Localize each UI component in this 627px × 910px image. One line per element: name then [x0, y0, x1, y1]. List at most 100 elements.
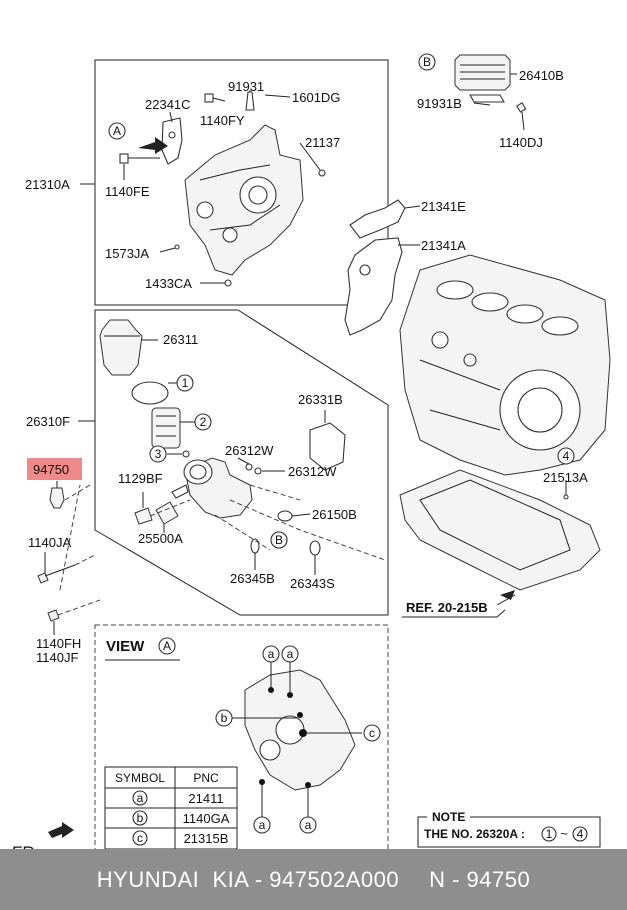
label-21341a: 21341A	[421, 238, 466, 253]
label-1129bf: 1129BF	[118, 471, 163, 486]
label-26150b: 26150B	[312, 507, 357, 522]
view-marker-a3: a	[253, 816, 271, 834]
oil-pan	[399, 469, 601, 606]
engine-block	[399, 254, 611, 476]
label-1140jf: 1140JF	[36, 650, 78, 665]
svg-text:4: 4	[577, 827, 584, 841]
view-title: VIEW	[106, 638, 145, 655]
marker-b-mid: B	[270, 531, 288, 549]
o-ring-1	[131, 381, 169, 405]
label-91931: 91931	[228, 79, 264, 94]
label-26310f: 26310F	[26, 414, 70, 429]
label-1601dg: 1601DG	[292, 90, 340, 105]
left-parts	[27, 458, 101, 635]
label-21341e: 21341E	[421, 199, 466, 214]
svg-text:c: c	[369, 726, 375, 740]
front-arrow	[48, 822, 74, 838]
svg-text:4: 4	[563, 449, 570, 463]
gasket-26331b	[309, 422, 346, 471]
gasket-21341a	[344, 237, 403, 336]
oil-cooler-group	[454, 54, 527, 131]
label-26410b: 26410B	[519, 68, 564, 83]
label-1140fe: 1140FE	[105, 184, 150, 199]
table-row: c 21315B	[132, 830, 229, 846]
svg-text:A: A	[113, 124, 121, 138]
gasket-91931b	[469, 94, 505, 103]
svg-text:b: b	[137, 811, 144, 825]
marker-a-top: A	[108, 122, 126, 140]
view-a-arrow	[138, 137, 168, 154]
gasket-21341e	[349, 199, 406, 239]
label-22341c: 22341C	[145, 97, 191, 112]
gasket-group	[344, 199, 421, 336]
svg-text:1140GA: 1140GA	[183, 811, 230, 826]
view-marker-a4: a	[299, 816, 317, 834]
note-box-frame	[417, 816, 601, 848]
footer-bar: HYUNDAI KIA - 947502A000 N - 94750	[0, 849, 627, 910]
svg-text:3: 3	[155, 447, 162, 461]
label-26331b: 26331B	[298, 392, 343, 407]
svg-text:a: a	[259, 818, 266, 832]
note-range-from: 1	[541, 826, 557, 842]
marker-b-top: B	[418, 53, 436, 71]
svg-text:B: B	[423, 55, 431, 69]
timing-cover-group	[80, 59, 389, 306]
footer-brand: HYUNDAI KIA - 947502A000	[96, 866, 400, 892]
note-range-sep: ~	[560, 826, 568, 841]
label-1573ja: 1573JA	[105, 246, 149, 261]
valve-25500a	[155, 501, 179, 525]
view-marker-a1: a	[262, 645, 280, 663]
svg-text:a: a	[305, 818, 312, 832]
label-1433ca: 1433CA	[145, 276, 192, 291]
note-text: THE NO. 26320A :	[424, 827, 525, 841]
o-ring-26150b	[277, 510, 293, 522]
marker-3: 3	[149, 445, 167, 463]
svg-text:c: c	[137, 831, 143, 845]
note-range-to: 4	[572, 826, 588, 842]
svg-text:2: 2	[200, 415, 207, 429]
label-1140fy: 1140FY	[200, 113, 245, 128]
ref-label: REF. 20-215B	[406, 600, 488, 615]
svg-text:21315B: 21315B	[184, 831, 229, 846]
oil-filter-element	[151, 407, 181, 449]
bolt-1140fe	[119, 153, 160, 164]
table-header-symbol: SYMBOL	[115, 771, 165, 785]
marker-4: 4	[557, 447, 575, 465]
label-26343s: 26343S	[290, 576, 335, 591]
note-title: NOTE	[432, 810, 465, 824]
label-94750: 94750	[33, 462, 69, 477]
oil-pressure-switch	[49, 487, 65, 509]
label-21310a: 21310A	[25, 177, 70, 192]
svg-text:b: b	[221, 711, 228, 725]
label-26311: 26311	[163, 332, 198, 347]
view-marker-a2: a	[281, 645, 299, 663]
bracket-22341c	[161, 117, 183, 165]
oil-filter-cap	[99, 319, 143, 376]
footer-part: N - 94750	[429, 866, 531, 892]
svg-text:1: 1	[182, 376, 189, 390]
svg-text:A: A	[163, 639, 171, 653]
highlight-94750	[27, 458, 82, 480]
view-marker-b: b	[215, 709, 233, 727]
marker-1: 1	[176, 374, 194, 392]
svg-text:a: a	[268, 647, 275, 661]
label-1140dj: 1140DJ	[499, 135, 543, 150]
marker-2: 2	[194, 413, 212, 431]
svg-text:a: a	[287, 647, 294, 661]
label-91931b: 91931B	[417, 96, 462, 111]
svg-text:1: 1	[546, 827, 553, 841]
plug-1129bf	[134, 507, 153, 525]
oil-filter-group	[78, 309, 389, 616]
label-21137: 21137	[305, 135, 340, 150]
svg-text:B: B	[275, 533, 283, 547]
bolt-1140fy	[204, 93, 226, 103]
label-1140fh: 1140FH	[36, 636, 81, 651]
label-26312w-a: 26312W	[225, 443, 274, 458]
label-26345b: 26345B	[230, 571, 275, 586]
label-21513a: 21513A	[543, 470, 588, 485]
svg-text:21411: 21411	[188, 791, 223, 806]
view-marker-c: c	[363, 724, 381, 742]
svg-text:a: a	[137, 791, 144, 805]
label-25500a: 25500A	[138, 531, 183, 546]
